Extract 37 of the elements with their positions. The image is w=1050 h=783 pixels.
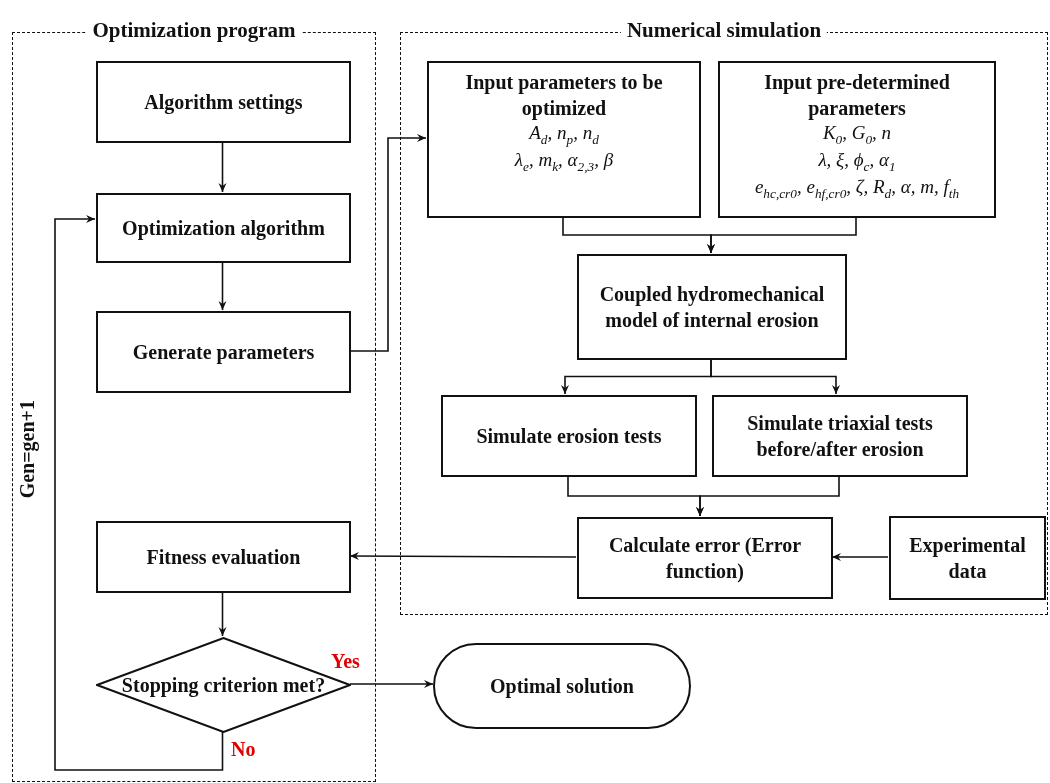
- process-box: [889, 516, 1046, 600]
- arrow: [696, 475, 840, 517]
- node-text: Optimal solution: [490, 674, 634, 699]
- process-box: [577, 517, 833, 599]
- node-text: Simulate triaxial tests before/after erosion: [746, 411, 934, 462]
- process-box: [96, 193, 351, 263]
- parameter-list: λ, ξ, ϕ$_{c}$, α$_{1}$: [818, 148, 896, 176]
- arrow: [218, 141, 227, 193]
- process-box: [577, 254, 847, 360]
- process-box: [718, 61, 996, 218]
- arrow: [218, 261, 227, 311]
- arrow: [54, 215, 224, 771]
- node-text: Fitness evaluation: [146, 545, 301, 570]
- node-text: Generate parameters: [132, 340, 315, 365]
- node-text: Algorithm settings: [144, 90, 303, 115]
- process-box: [712, 395, 968, 477]
- node-text: Simulate erosion tests: [476, 424, 662, 449]
- node-text: Calculate error (Error function): [607, 533, 803, 584]
- node-text: Stopping criterion met?: [121, 673, 326, 698]
- arrow: [710, 358, 840, 395]
- node-text: Input parameters to be optimized: [464, 70, 664, 121]
- node-text: Experimental data: [908, 533, 1027, 584]
- parameter-list: K$_{0}$, G$_{0}$, n: [822, 121, 892, 149]
- arrow: [349, 680, 434, 688]
- node-text: Optimization algorithm: [122, 216, 325, 241]
- process-box: [441, 395, 697, 477]
- process-box: [96, 311, 351, 393]
- node-text: Coupled hydromechanical model of internal erosion: [598, 282, 826, 333]
- arrow: [707, 216, 857, 254]
- process-box: [427, 61, 701, 218]
- process-box: [96, 61, 351, 143]
- parameter-list: λ$_{e}$, m$_{k}$, α$_{2,3}$, β: [514, 148, 614, 176]
- arrow: [218, 591, 227, 637]
- process-box: [96, 521, 351, 593]
- parameter-list: e$_{hc,cr0}$, e$_{hf,cr0}$, ζ, R$_{d}$, α, m, f$_{th}$: [754, 175, 960, 203]
- parameter-list: A$_{d}$, n$_{p}$, n$_{d}$: [529, 121, 599, 149]
- node-text: Input pre-determined parameters: [763, 70, 951, 121]
